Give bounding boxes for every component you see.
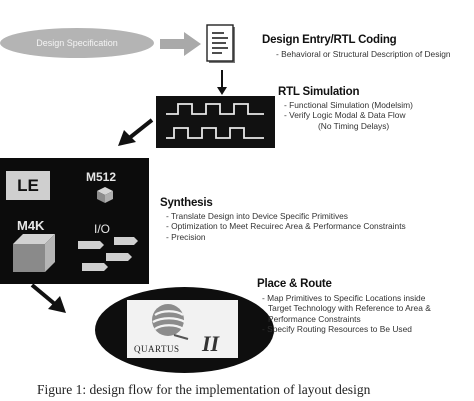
synthesis-bullets: - Translate Design into Device Specific …: [166, 211, 406, 242]
io-pins-icon: [78, 237, 138, 271]
m4k-cube-icon: [13, 234, 55, 272]
simulation-waveform-panel: [156, 96, 275, 148]
design-entry-bullet: - Behavioral or Structural Description o…: [276, 49, 451, 59]
place-route-bullet: Target Technology with Reference to Area…: [268, 303, 431, 314]
quartus-logo-text: QUARTUS: [134, 344, 180, 354]
right-block-arrow-icon: [160, 32, 201, 56]
m512-label: M512: [86, 170, 117, 184]
logic-element-block: LE: [6, 171, 50, 200]
place-route-bullet: - Specify Routing Resources to Be Used: [262, 324, 412, 335]
figure-caption: Figure 1: design flow for the implementa…: [37, 382, 371, 397]
synthesis-title: Synthesis: [160, 197, 213, 209]
place-route-bullets: - Map Primitives to Specific Locations i…: [262, 293, 431, 335]
rtl-simulation-bullet: - Functional Simulation (Modelsim): [284, 100, 413, 110]
synthesis-bullet: - Precision: [166, 231, 206, 242]
io-label: I/O: [94, 222, 111, 236]
rtl-simulation-bullets: - Functional Simulation (Modelsim) - Ver…: [284, 100, 413, 131]
place-route-title: Place & Route: [257, 278, 332, 290]
design-specification-label: Design Specification: [36, 38, 118, 48]
quartus-globe-icon: [152, 304, 189, 340]
logic-element-label: LE: [17, 175, 39, 195]
design-entry-title: Design Entry/RTL Coding: [262, 34, 397, 46]
synthesis-bullet: - Optimization to Meet Recuirec Area & P…: [166, 221, 406, 232]
quartus-version: II: [202, 331, 220, 356]
m512-cube-icon: [97, 187, 113, 203]
place-route-bullet: Performance Constraints: [268, 313, 361, 324]
design-specification-node: Design Specification: [0, 28, 154, 58]
m4k-label: M4K: [17, 218, 45, 233]
down-arrow-icon: [217, 70, 227, 95]
diagonal-arrow-icon: [118, 118, 154, 146]
waveform-icon: [166, 103, 264, 139]
rtl-simulation-title: RTL Simulation: [278, 86, 360, 98]
synthesis-bullet: - Translate Design into Device Specific …: [166, 211, 348, 221]
rtl-simulation-bullet: - Verify Logic Modal & Data Flow: [284, 110, 406, 121]
design-entry-bullets: - Behavioral or Structural Description o…: [276, 49, 451, 59]
rtl-code-document-icon: [206, 24, 235, 63]
down-right-arrow-icon: [30, 283, 66, 313]
rtl-simulation-bullet: (No Timing Delays): [318, 120, 390, 131]
place-route-bullet: - Map Primitives to Specific Locations i…: [262, 293, 426, 303]
